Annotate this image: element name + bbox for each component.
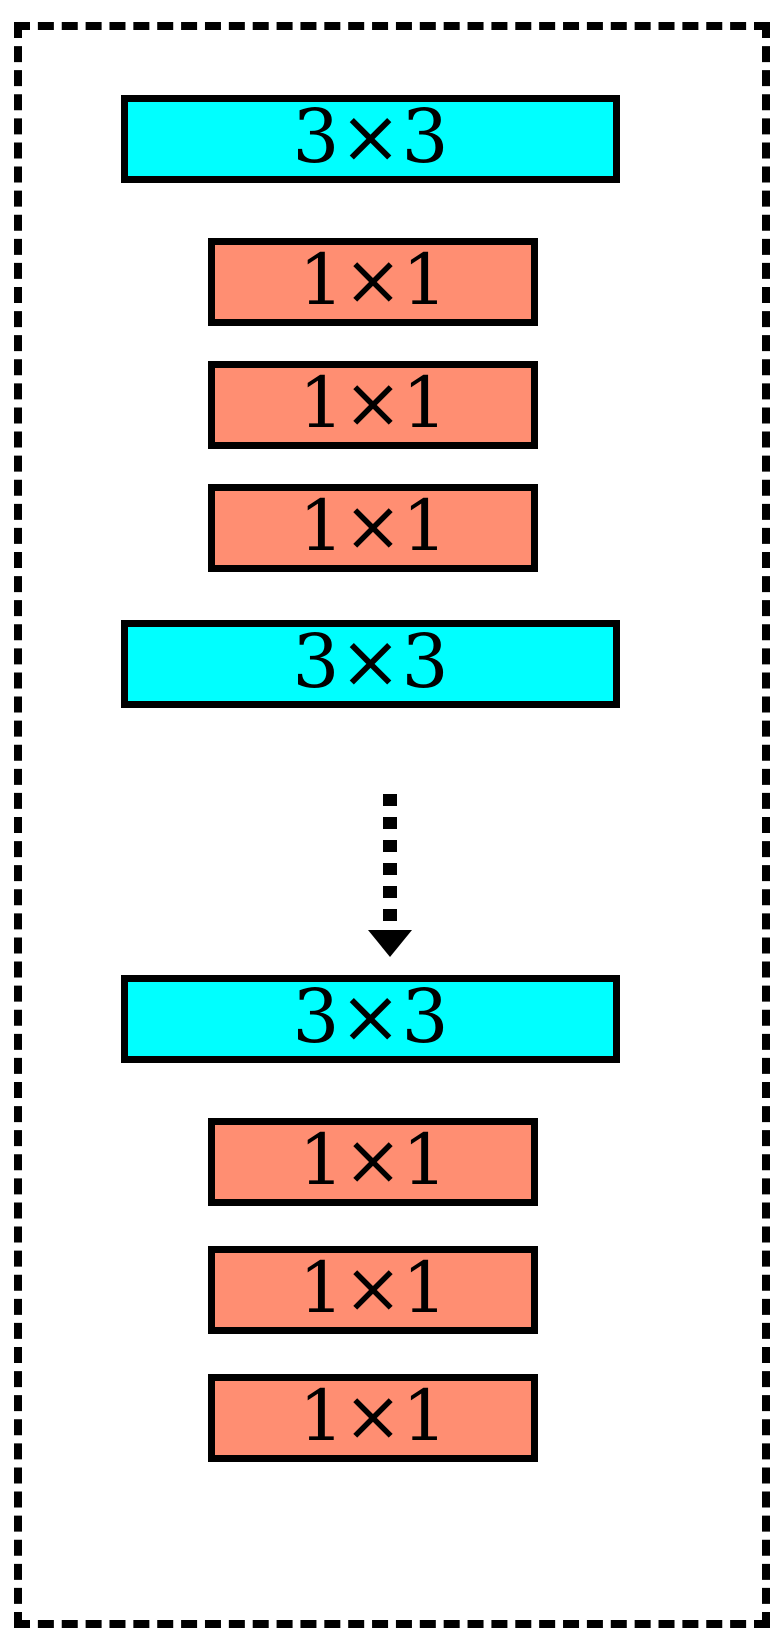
layer-block-label: 1×1 (299, 1119, 447, 1201)
layer-block-label: 3×3 (292, 974, 449, 1060)
layer-block-3x3-2[interactable]: 3×3 (121, 620, 620, 708)
layer-block-label: 1×1 (299, 1375, 447, 1457)
dotted-down-arrow-icon (368, 794, 412, 957)
group-boundary-dashed-box (14, 22, 770, 1628)
layer-block-label: 1×1 (299, 485, 447, 567)
layer-block-1x1-4[interactable]: 1×1 (208, 1118, 538, 1206)
layer-block-1x1-6[interactable]: 1×1 (208, 1374, 538, 1462)
layer-block-3x3-3[interactable]: 3×3 (121, 975, 620, 1063)
layer-block-label: 1×1 (299, 362, 447, 444)
layer-block-1x1-3[interactable]: 1×1 (208, 484, 538, 572)
layer-block-label: 1×1 (299, 1247, 447, 1329)
layer-block-3x3-1[interactable]: 3×3 (121, 95, 620, 183)
layer-block-1x1-5[interactable]: 1×1 (208, 1246, 538, 1334)
layer-block-label: 3×3 (292, 94, 449, 180)
layer-block-1x1-1[interactable]: 1×1 (208, 238, 538, 326)
layer-block-1x1-2[interactable]: 1×1 (208, 361, 538, 449)
layer-block-label: 1×1 (299, 239, 447, 321)
repeat-arrow-head (368, 930, 412, 957)
layer-block-label: 3×3 (292, 619, 449, 705)
